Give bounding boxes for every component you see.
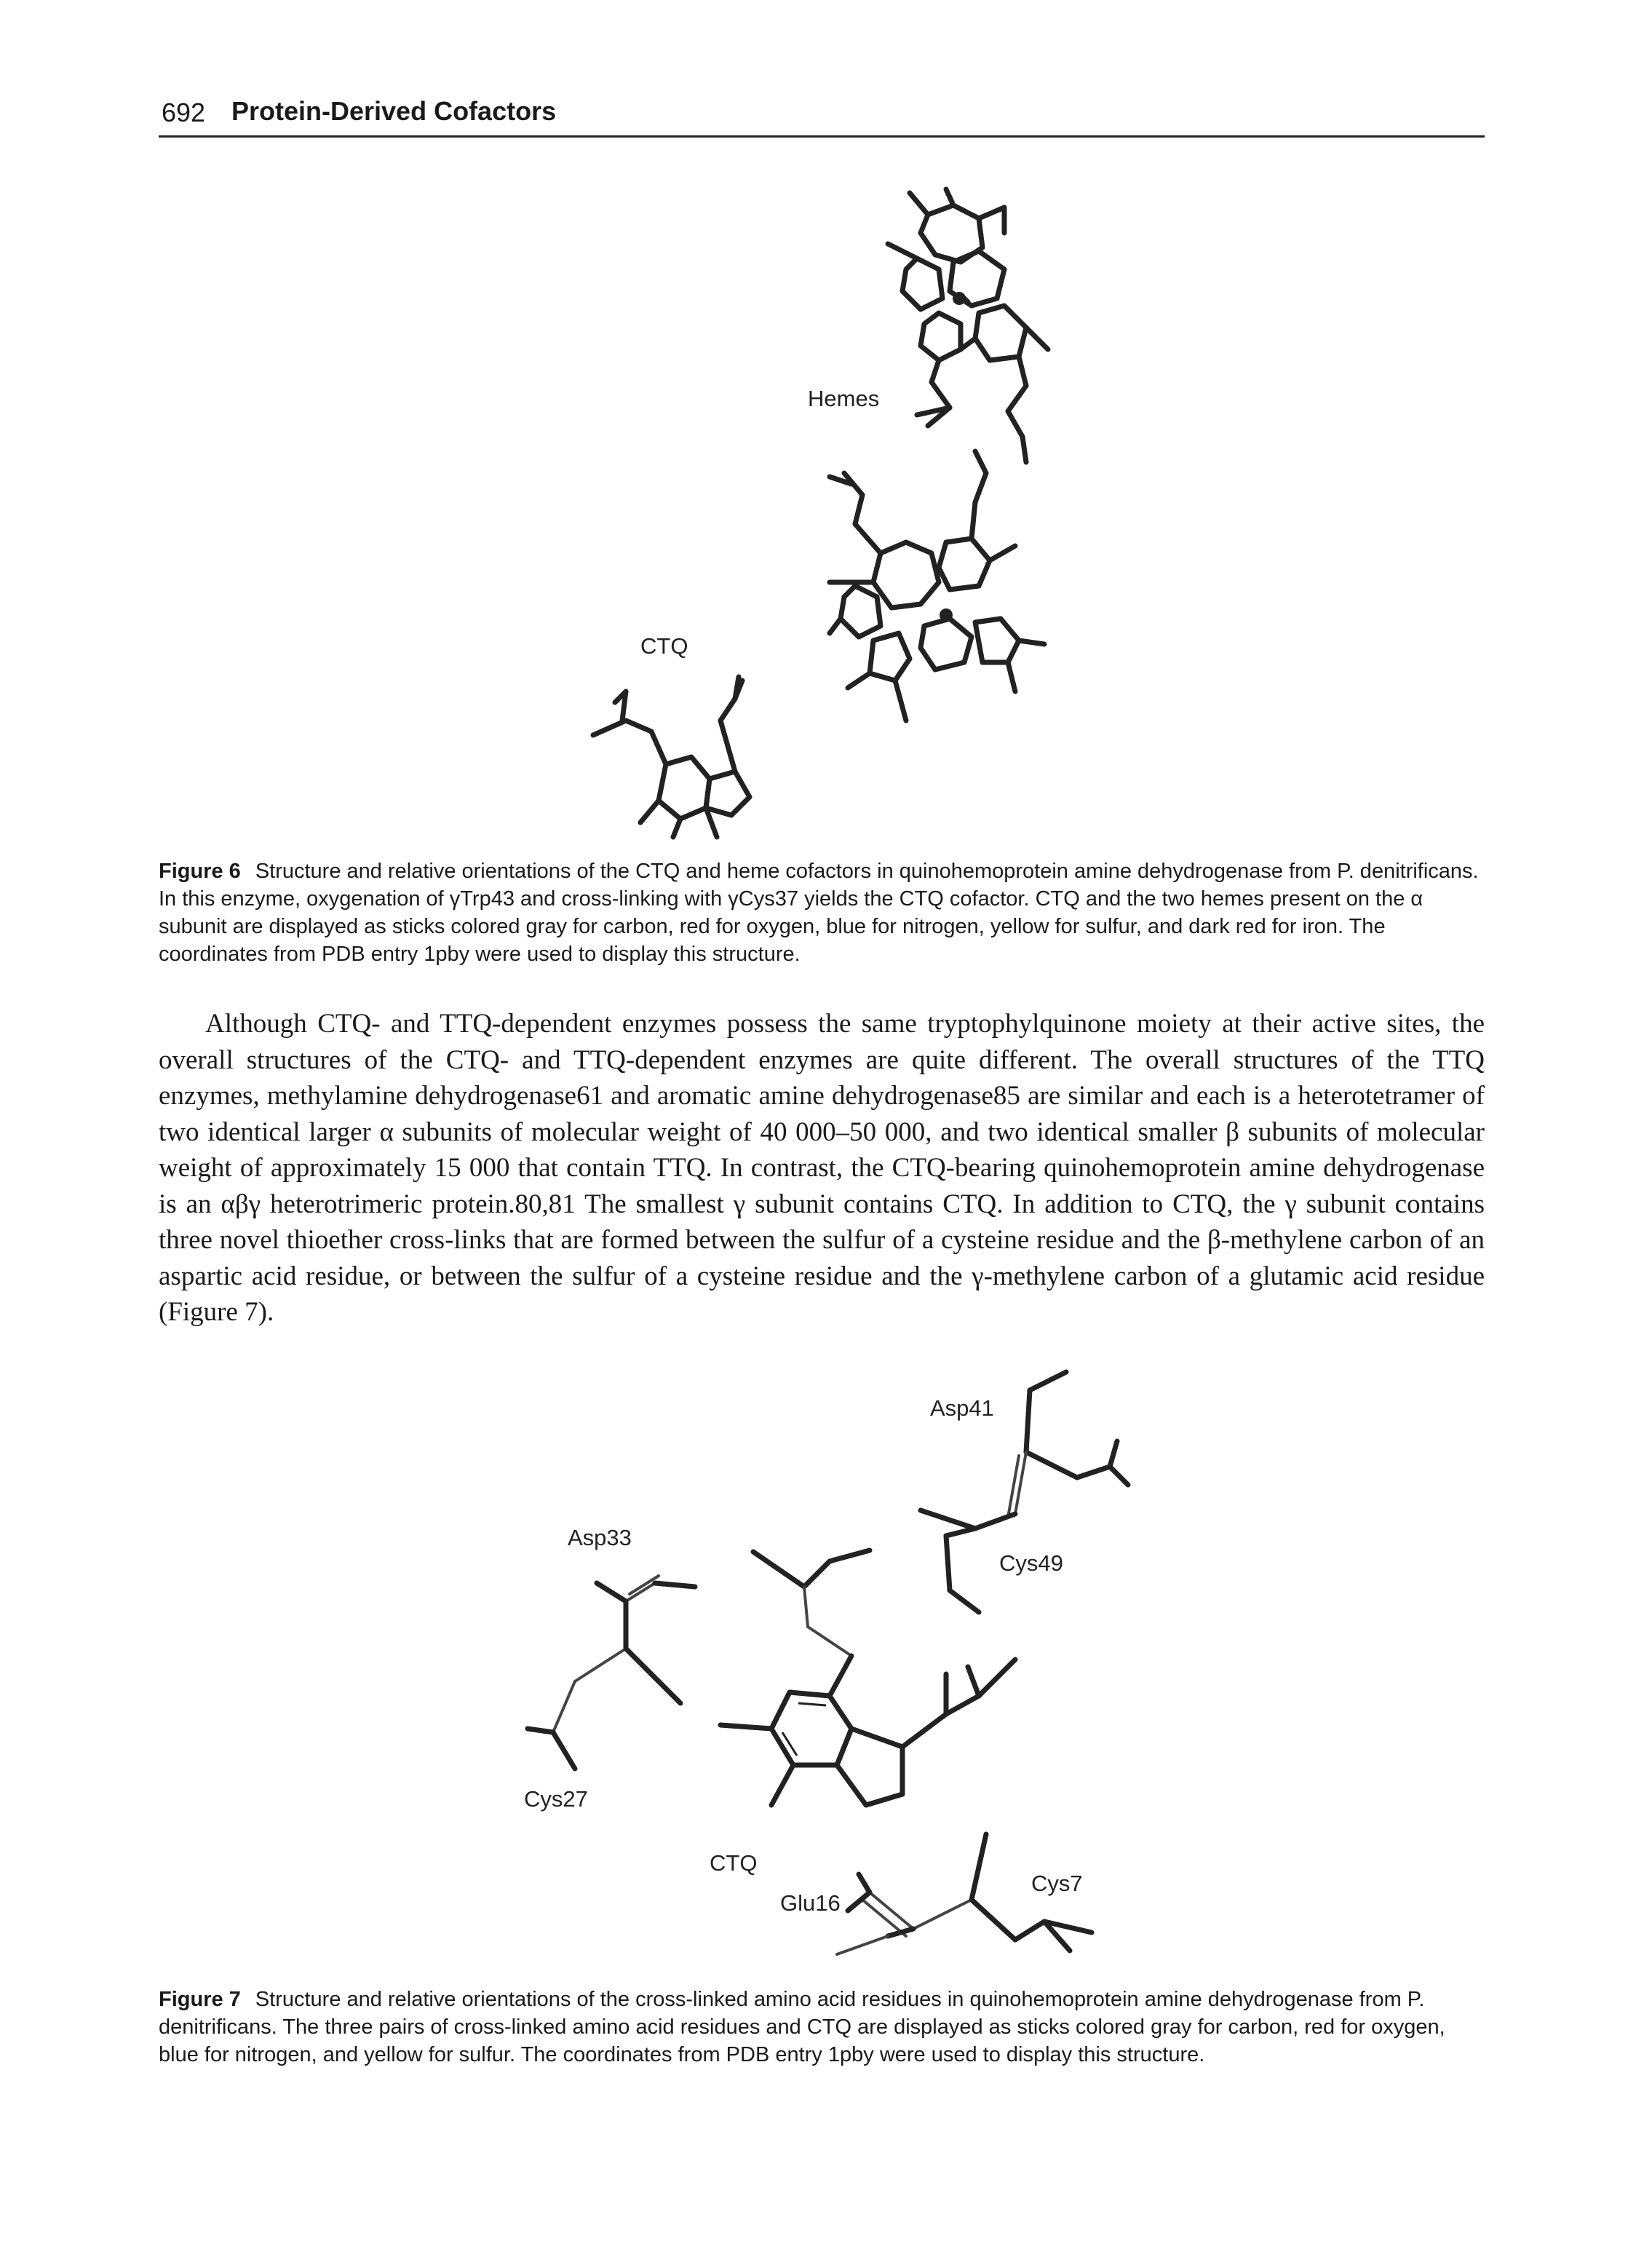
figure-6-structure: Hemes CTQ [590, 186, 1051, 840]
label-asp33: Asp33 [568, 1525, 632, 1550]
label-cys49: Cys49 [999, 1550, 1063, 1576]
asp41-cys49-pair [918, 1369, 1131, 1615]
figure-7-structure: Asp41 Cys49 Asp33 Cys27 CTQ Glu16 Cys7 [524, 1369, 1131, 1956]
label-glu16: Glu16 [780, 1890, 841, 1916]
figure-6-caption-text: Structure and relative orientations of t… [159, 860, 1479, 966]
label-cys7: Cys7 [1031, 1871, 1083, 1896]
page-header: 692 Protein-Derived Cofactors [159, 95, 1485, 138]
glu16-cys7-pair [835, 1831, 1095, 1956]
label-hemes: Hemes [808, 386, 879, 411]
lower-heme [827, 448, 1047, 723]
label-asp41: Asp41 [930, 1395, 994, 1421]
label-ctq: CTQ [640, 633, 688, 659]
figure-6-label: Figure 6 [159, 860, 241, 883]
body-paragraph: Although CTQ- and TTQ-dependent enzymes … [159, 1009, 1485, 1327]
ctq-cofactor [590, 674, 752, 840]
upper-heme [885, 186, 1051, 465]
label-cys27: Cys27 [524, 1786, 588, 1812]
running-title: Protein-Derived Cofactors [231, 96, 557, 126]
page-number: 692 [162, 98, 206, 127]
figure-7-label: Figure 7 [159, 1988, 241, 2011]
figure-7-caption-text: Structure and relative orientations of t… [159, 1988, 1445, 2066]
label-ctq-fig7: CTQ [710, 1850, 757, 1876]
asp33-cys27-pair [525, 1574, 698, 1772]
ctq-residue [718, 1547, 1018, 1808]
